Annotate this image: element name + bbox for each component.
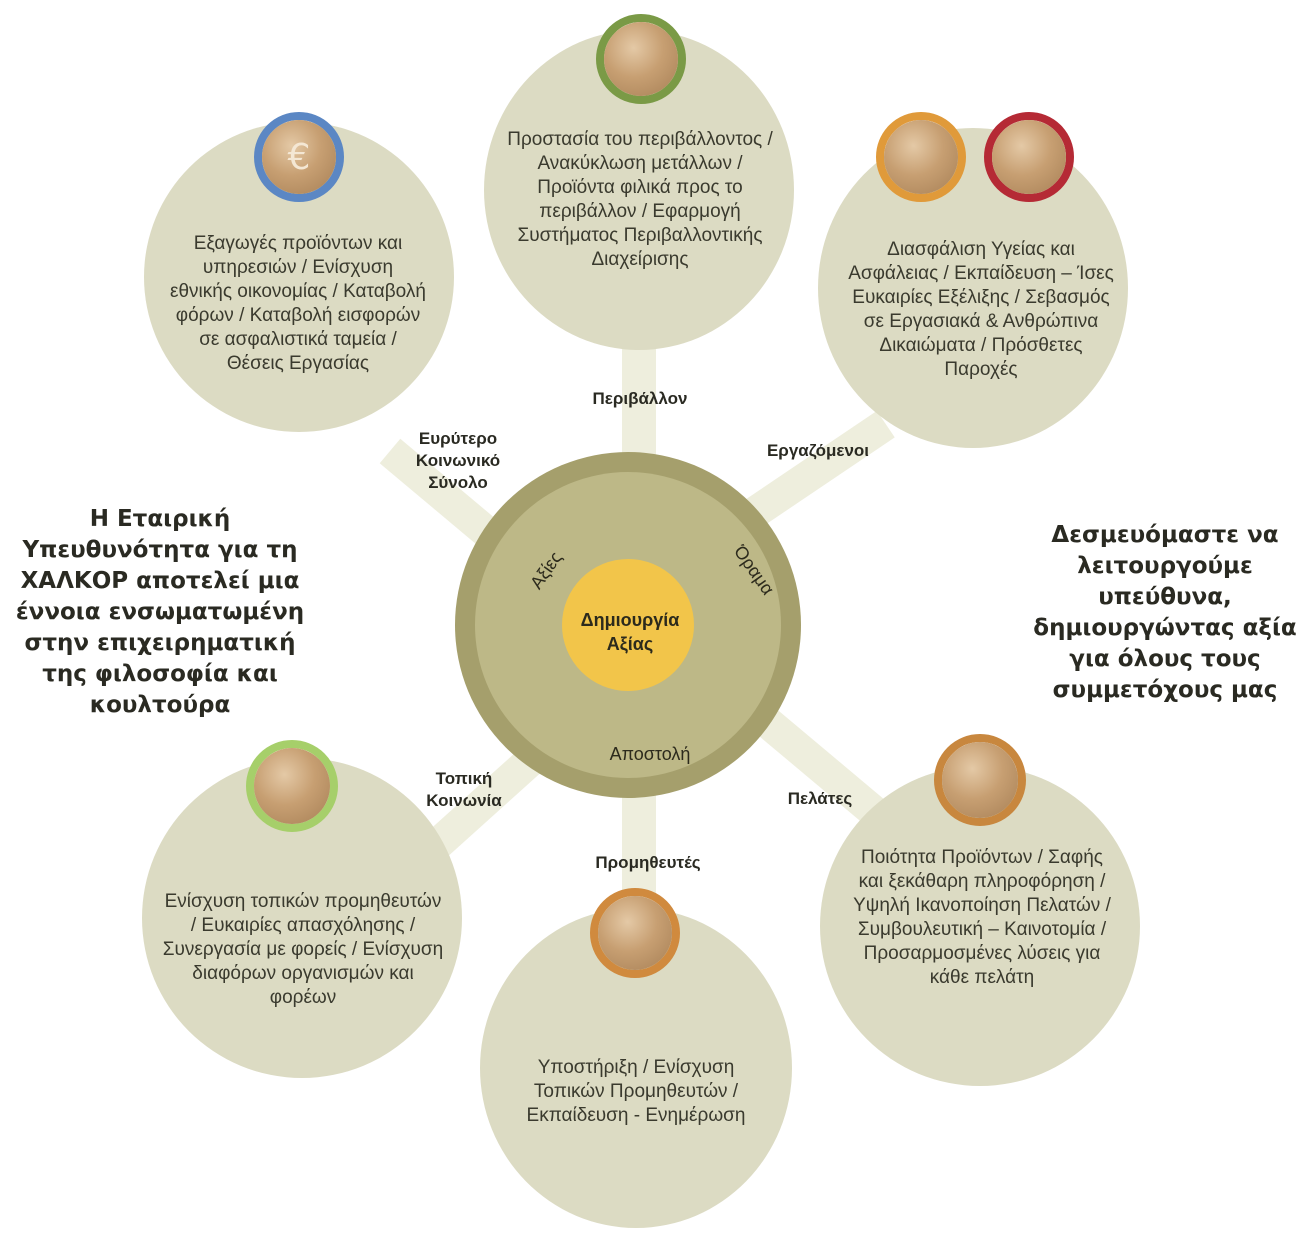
environment-photo-icon <box>596 14 686 104</box>
hub-core-label: Δημιουργία Αξίας <box>580 610 680 654</box>
environment-text: Προστασία του περιβάλλοντος / Ανακύκλωση… <box>507 129 773 270</box>
hub-label-mission: Αποστολή <box>609 744 691 764</box>
label-customers: Πελάτες <box>787 789 853 808</box>
suppliers-photo-icon-face <box>598 896 672 970</box>
employees-photo-icon-2-face <box>992 120 1066 194</box>
left-statement: Η Εταιρική Υπευθυνότητα για τη ΧΑΛΚΟΡ απ… <box>15 506 305 718</box>
label-environment: Περιβάλλον <box>592 389 688 408</box>
connector-suppliers <box>622 790 656 900</box>
local-text: Ενίσχυση τοπικών προμηθευτών / Ευκαιρίες… <box>162 891 444 1008</box>
label-society: Ευρύτερο Κοινωνικό Σύνολο <box>415 429 501 492</box>
euro-icon: € <box>254 112 344 202</box>
customers-photo-icon-face <box>942 742 1018 818</box>
label-suppliers: Προμηθευτές <box>595 853 701 872</box>
bubble-employees <box>818 128 1128 448</box>
employees-photo-icon-2 <box>984 112 1074 202</box>
hub-core <box>562 559 694 691</box>
local-photo-icon-face <box>254 748 330 824</box>
right-statement: Δεσμευόμαστε να λειτουργούμε υπεύθυνα, δ… <box>1033 522 1296 703</box>
employees-photo-icon-1 <box>876 112 966 202</box>
environment-photo-icon-face <box>604 22 678 96</box>
local-photo-icon <box>246 740 338 832</box>
society-text: Εξαγωγές προϊόντων και υπηρεσιών / Ενίσχ… <box>170 233 426 374</box>
label-employees: Εργαζόμενοι <box>766 441 870 460</box>
hub-outer-ring <box>455 452 801 798</box>
customers-text: Ποιότητα Προϊόντων / Σαφής και ξεκάθαρη … <box>853 847 1111 988</box>
label-local: Τοπική Κοινωνία <box>426 769 502 810</box>
customers-photo-icon <box>934 734 1026 826</box>
suppliers-text: Υποστήριξη / Ενίσχυση Τοπικών Προμηθευτώ… <box>526 1057 746 1126</box>
euro-icon-face <box>262 120 336 194</box>
employees-photo-icon-1-face <box>884 120 958 194</box>
employees-text: Διασφάλιση Υγείας και Ασφάλειας / Εκπαίδ… <box>848 239 1114 380</box>
euro-symbol: € <box>287 136 311 178</box>
suppliers-photo-icon <box>590 888 680 978</box>
